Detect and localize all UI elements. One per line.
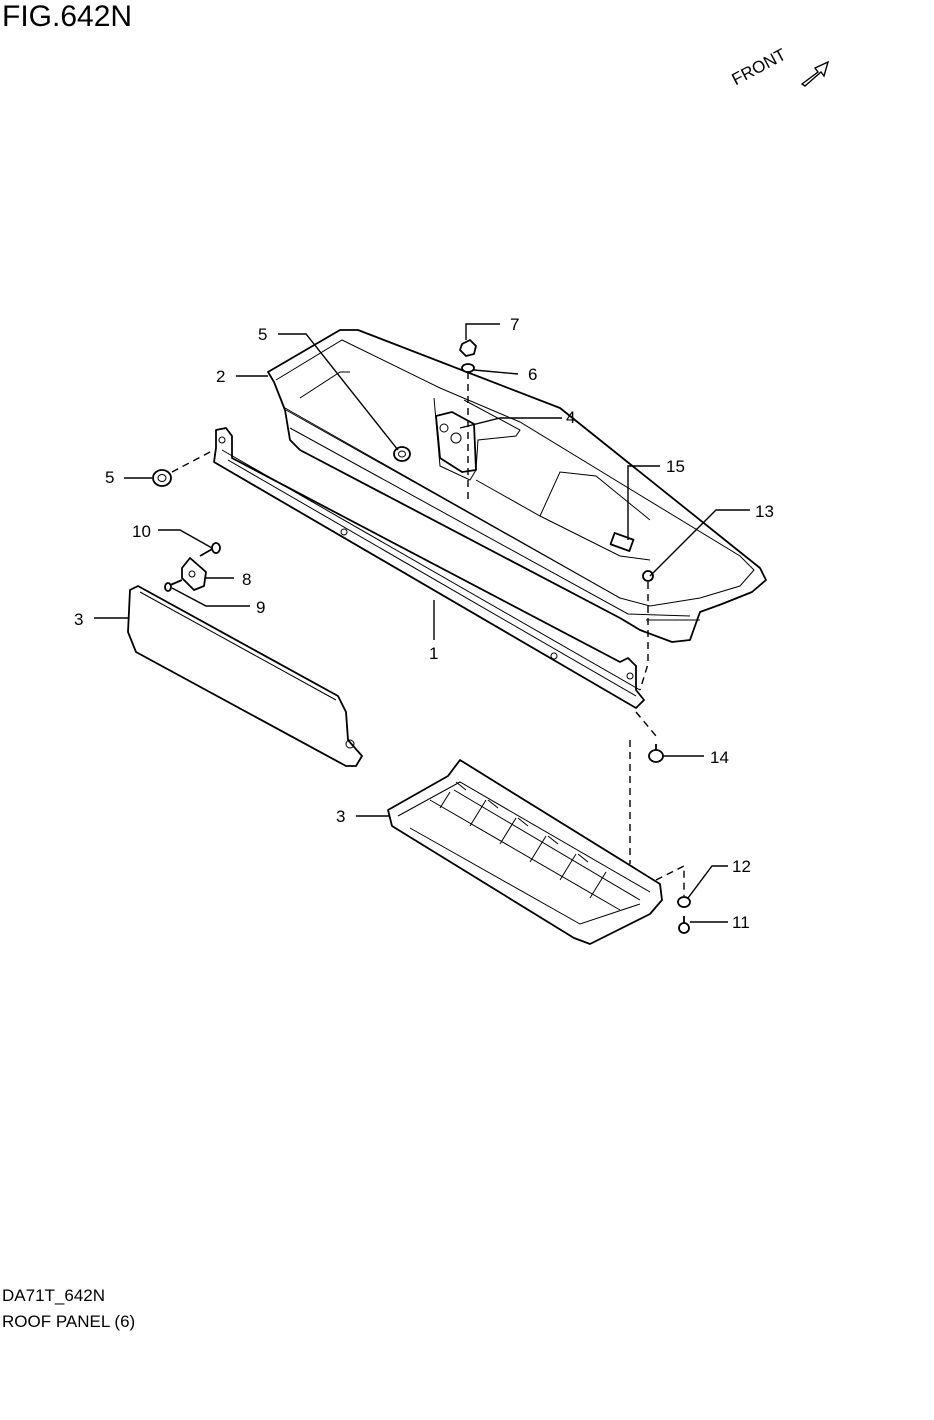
part-2-roof-tray (267, 329, 767, 643)
part-3-cover-upper (127, 585, 363, 767)
callout-5-upper: 5 (258, 325, 267, 344)
callout-3-lower: 3 (336, 807, 345, 826)
callout-3-upper: 3 (74, 610, 83, 629)
callout-4: 4 (566, 408, 575, 427)
callout-12: 12 (732, 857, 751, 876)
part-10-screw (199, 542, 221, 557)
part-7-nut (459, 339, 477, 357)
figure-title: FIG.642N (2, 0, 133, 33)
part-5-clip-left (152, 449, 215, 487)
part-6-washer (461, 363, 475, 373)
leader-line-12 (687, 865, 728, 899)
leader-line-6 (473, 369, 519, 375)
assembly-line-bolt (655, 864, 685, 896)
callout-10: 10 (132, 522, 151, 541)
callout-14: 14 (710, 748, 729, 767)
part-1-rail (213, 427, 645, 709)
callout-1: 1 (429, 644, 438, 663)
callout-2: 2 (216, 367, 225, 386)
part-14-clip (648, 744, 664, 763)
leader-line-10 (158, 529, 213, 549)
callout-7: 7 (510, 315, 519, 334)
part-3-tray-lower (387, 759, 663, 945)
part-12-washer (677, 896, 691, 908)
leader-line-15 (627, 465, 660, 540)
front-arrow-icon (800, 60, 830, 87)
part-9-screw (164, 579, 183, 592)
callout-13: 13 (755, 502, 774, 521)
callout-11: 11 (732, 913, 750, 932)
assembly-line-rail-right (639, 582, 649, 691)
diagram-caption: ROOF PANEL (6) (2, 1312, 136, 1331)
callout-6: 6 (528, 365, 537, 384)
leader-line-7 (465, 323, 500, 340)
leader-line-13 (649, 509, 750, 577)
callout-8: 8 (242, 570, 251, 589)
part-8-plate (181, 557, 207, 591)
callout-5-left: 5 (105, 468, 114, 487)
callout-15: 15 (666, 457, 685, 476)
assembly-line-clip-14 (635, 711, 657, 737)
leader-line-5-upper (278, 333, 399, 451)
part-11-bolt (678, 916, 690, 934)
leader-line-4 (459, 417, 562, 429)
leader-line-9 (171, 587, 250, 607)
callout-9: 9 (256, 598, 265, 617)
part-5-clip-upper (393, 446, 411, 462)
diagram-code: DA71T_642N (2, 1286, 106, 1305)
